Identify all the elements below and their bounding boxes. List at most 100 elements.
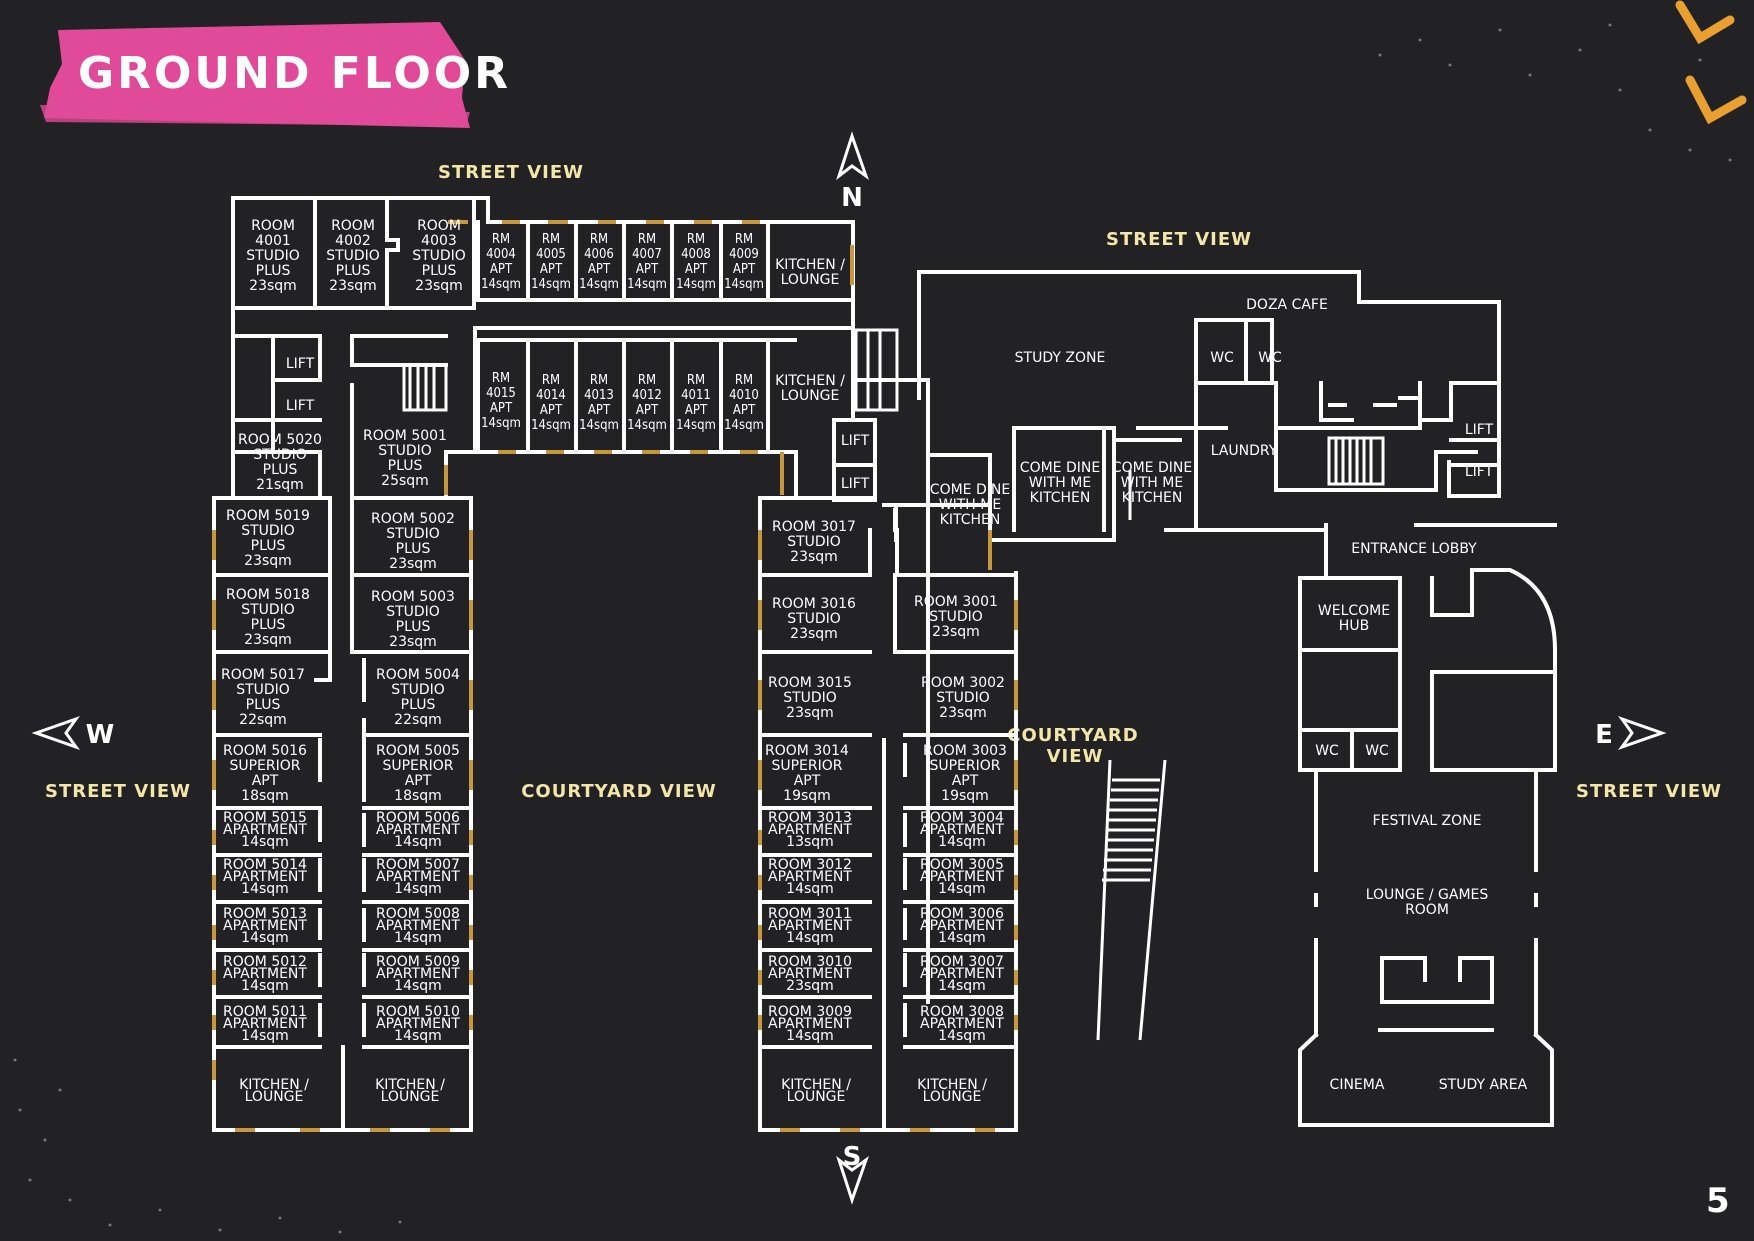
room-label-line: APARTMENT [920, 822, 1004, 838]
chevron-mark-icon [1675, 0, 1735, 45]
room-label-line: APT [733, 403, 756, 418]
room-label-line: HUB [1339, 618, 1369, 634]
room-label-line: PLUS [396, 619, 431, 635]
room-label-lift-c: LIFT [841, 433, 870, 449]
room-label-kitchen-e1: KITCHEN /LOUNGE [781, 1077, 851, 1105]
room-label-line: 18sqm [241, 788, 289, 804]
room-label-line: KITCHEN / [775, 257, 845, 273]
room-label-line: STUDIO [241, 602, 295, 618]
room-label-kitchen-w2: KITCHEN /LOUNGE [375, 1077, 445, 1105]
room-label-line: APARTMENT [920, 918, 1004, 934]
west-arrow-icon [31, 716, 80, 750]
room-label-line: APARTMENT [223, 918, 307, 934]
room-label-line: STUDIO [412, 248, 466, 264]
room-label-line: ROOM [251, 218, 295, 234]
room-label-line: 4004 [486, 247, 516, 262]
room-label-line: 22sqm [394, 712, 442, 728]
room-label-lift-a: LIFT [286, 356, 315, 372]
room-label-line: 4008 [681, 247, 711, 262]
room-label-line: APT [952, 773, 979, 789]
room-label-line: WC [1258, 350, 1282, 366]
room-label-line: 14sqm [786, 1028, 834, 1044]
room-label-line: LOUNGE [787, 1089, 846, 1105]
room-label-line: WC [1210, 350, 1234, 366]
room-label-line: LOUNGE [245, 1089, 304, 1105]
room-label-line: LIFT [286, 356, 315, 372]
courtyard-view-label-east-line2: VIEW [1047, 746, 1104, 767]
room-label-line: 4001 [255, 233, 291, 249]
room-label-study-area: STUDY AREA [1439, 1077, 1528, 1093]
room-label-line: LIFT [1465, 464, 1494, 480]
room-label-lift-f: LIFT [1465, 464, 1494, 480]
room-label-line: STUDIO [386, 526, 440, 542]
room-label-line: WITH ME [1029, 475, 1091, 491]
room-label-line: APT [252, 773, 279, 789]
room-label-line: APARTMENT [376, 869, 460, 885]
room-label-wc-4: WC [1365, 743, 1389, 759]
decor-dots [13, 23, 1732, 1234]
compass: N S W E [31, 131, 1667, 1205]
page-title: GROUND FLOOR [78, 48, 511, 99]
room-label-line: 14sqm [394, 1028, 442, 1044]
room-label-line: APARTMENT [223, 869, 307, 885]
room-label-line: PLUS [422, 263, 457, 279]
street-view-label-west: STREET VIEW [45, 781, 191, 802]
room-label-line: APARTMENT [768, 822, 852, 838]
room-label-line: LOUNGE [781, 272, 840, 288]
east-arrow-icon [1618, 716, 1667, 750]
room-label-line: KITCHEN / [917, 1077, 987, 1093]
room-label-line: SUPERIOR [771, 758, 842, 774]
room-label-line: APT [685, 403, 708, 418]
room-label-line: DOZA CAFE [1246, 297, 1328, 313]
room-label-line: COME DINE [1112, 460, 1192, 476]
room-label-line: APARTMENT [768, 1016, 852, 1032]
room-label-line: ROOM 3003 [923, 743, 1007, 759]
room-label-line: APARTMENT [376, 918, 460, 934]
brush-tail [40, 105, 470, 126]
room-label-line: 23sqm [329, 278, 377, 294]
room-label-line: 4002 [335, 233, 371, 249]
room-label-line: SUPERIOR [229, 758, 300, 774]
room-label-line: 14sqm [394, 978, 442, 994]
room-label-lift-b: LIFT [286, 398, 315, 414]
room-label-line: RM [638, 232, 656, 247]
room-label-line: STUDIO [787, 534, 841, 550]
room-label-line: 23sqm [790, 549, 838, 565]
room-label-line: ROOM 5004 [376, 667, 460, 683]
room-label-line: RM [687, 373, 705, 388]
room-label-line: PLUS [263, 462, 298, 478]
room-label-line: 23sqm [389, 556, 437, 572]
room-label-line: RM [492, 371, 510, 386]
room-label-line: 23sqm [939, 705, 987, 721]
room-label-line: 14sqm [938, 978, 986, 994]
room-label-line: ROOM 3001 [914, 594, 998, 610]
room-label-line: ROOM 5020 [238, 432, 322, 448]
room-label-line: 14sqm [938, 881, 986, 897]
room-label-line: COME DINE [1020, 460, 1100, 476]
room-label-line: STUDIO [386, 604, 440, 620]
room-label-line: ROOM 3011 [768, 906, 852, 922]
pink-brush-stroke [44, 22, 470, 128]
room-label-kitchen-top2: KITCHEN /LOUNGE [775, 373, 845, 404]
room-label-line: RM [590, 232, 608, 247]
